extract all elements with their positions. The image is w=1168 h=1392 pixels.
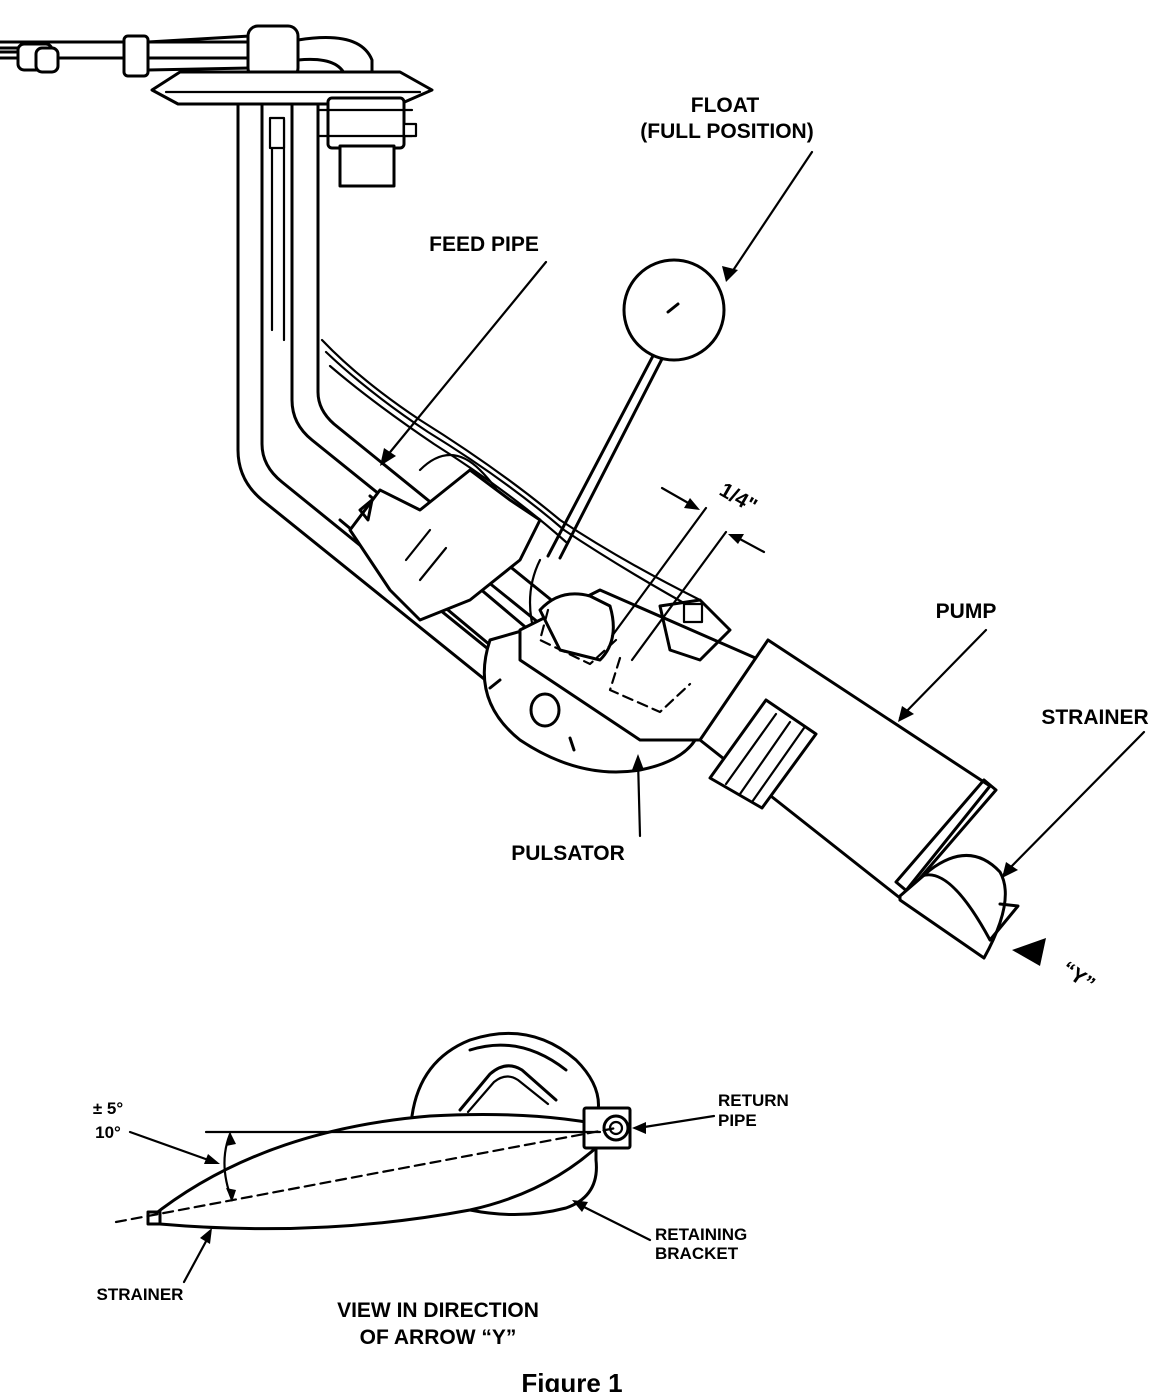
retaining-bracket-label-2: BRACKET <box>655 1244 739 1263</box>
figure-caption: Figure 1 <box>521 1368 622 1392</box>
tolerance-label: ± 5° <box>93 1099 124 1118</box>
strainer-top-label: STRAINER <box>1041 706 1148 729</box>
mounting-flange <box>150 70 434 106</box>
arrow-y <box>1012 938 1046 966</box>
float-position-label: (FULL POSITION) <box>640 120 813 143</box>
labels-top: FLOAT (FULL POSITION) FEED PIPE 1/4" PUM… <box>429 94 1149 996</box>
pump-label: PUMP <box>936 600 997 623</box>
pump-upper-block <box>518 588 762 742</box>
angle-label: 10° <box>95 1123 121 1142</box>
quarter-inch-label: 1/4" <box>716 478 761 517</box>
float <box>622 258 726 362</box>
fuel-line-fitting <box>0 24 374 84</box>
float-label: FLOAT <box>691 94 760 117</box>
return-pipe-bent <box>236 102 558 726</box>
feed-pipe-label: FEED PIPE <box>429 233 539 256</box>
retaining-bracket-label-1: RETAINING <box>655 1225 747 1244</box>
view-direction-label-1: VIEW IN DIRECTION <box>337 1299 539 1322</box>
electrical-connector <box>316 96 418 188</box>
view-y-assembly <box>114 1031 632 1231</box>
pulsator-label: PULSATOR <box>511 842 625 865</box>
arrow-y-label: “Y” <box>1057 957 1099 996</box>
strainer-bottom-label: STRAINER <box>97 1285 184 1304</box>
labels-bottom: ± 5° 10° RETURN PIPE RETAINING BRACKET S… <box>93 1091 789 1392</box>
return-pipe-label-1: RETURN <box>718 1091 789 1110</box>
sender-assembly <box>0 24 1046 966</box>
feed-pipe <box>268 102 578 642</box>
pump <box>698 638 998 900</box>
leader-lines-top <box>380 150 1146 878</box>
view-direction-label-2: OF ARROW “Y” <box>360 1326 517 1349</box>
return-pipe-label-2: PIPE <box>718 1111 757 1130</box>
strainer-top <box>898 854 1020 960</box>
return-pipe <box>582 1106 632 1150</box>
leader-lines-bottom <box>128 1114 716 1284</box>
